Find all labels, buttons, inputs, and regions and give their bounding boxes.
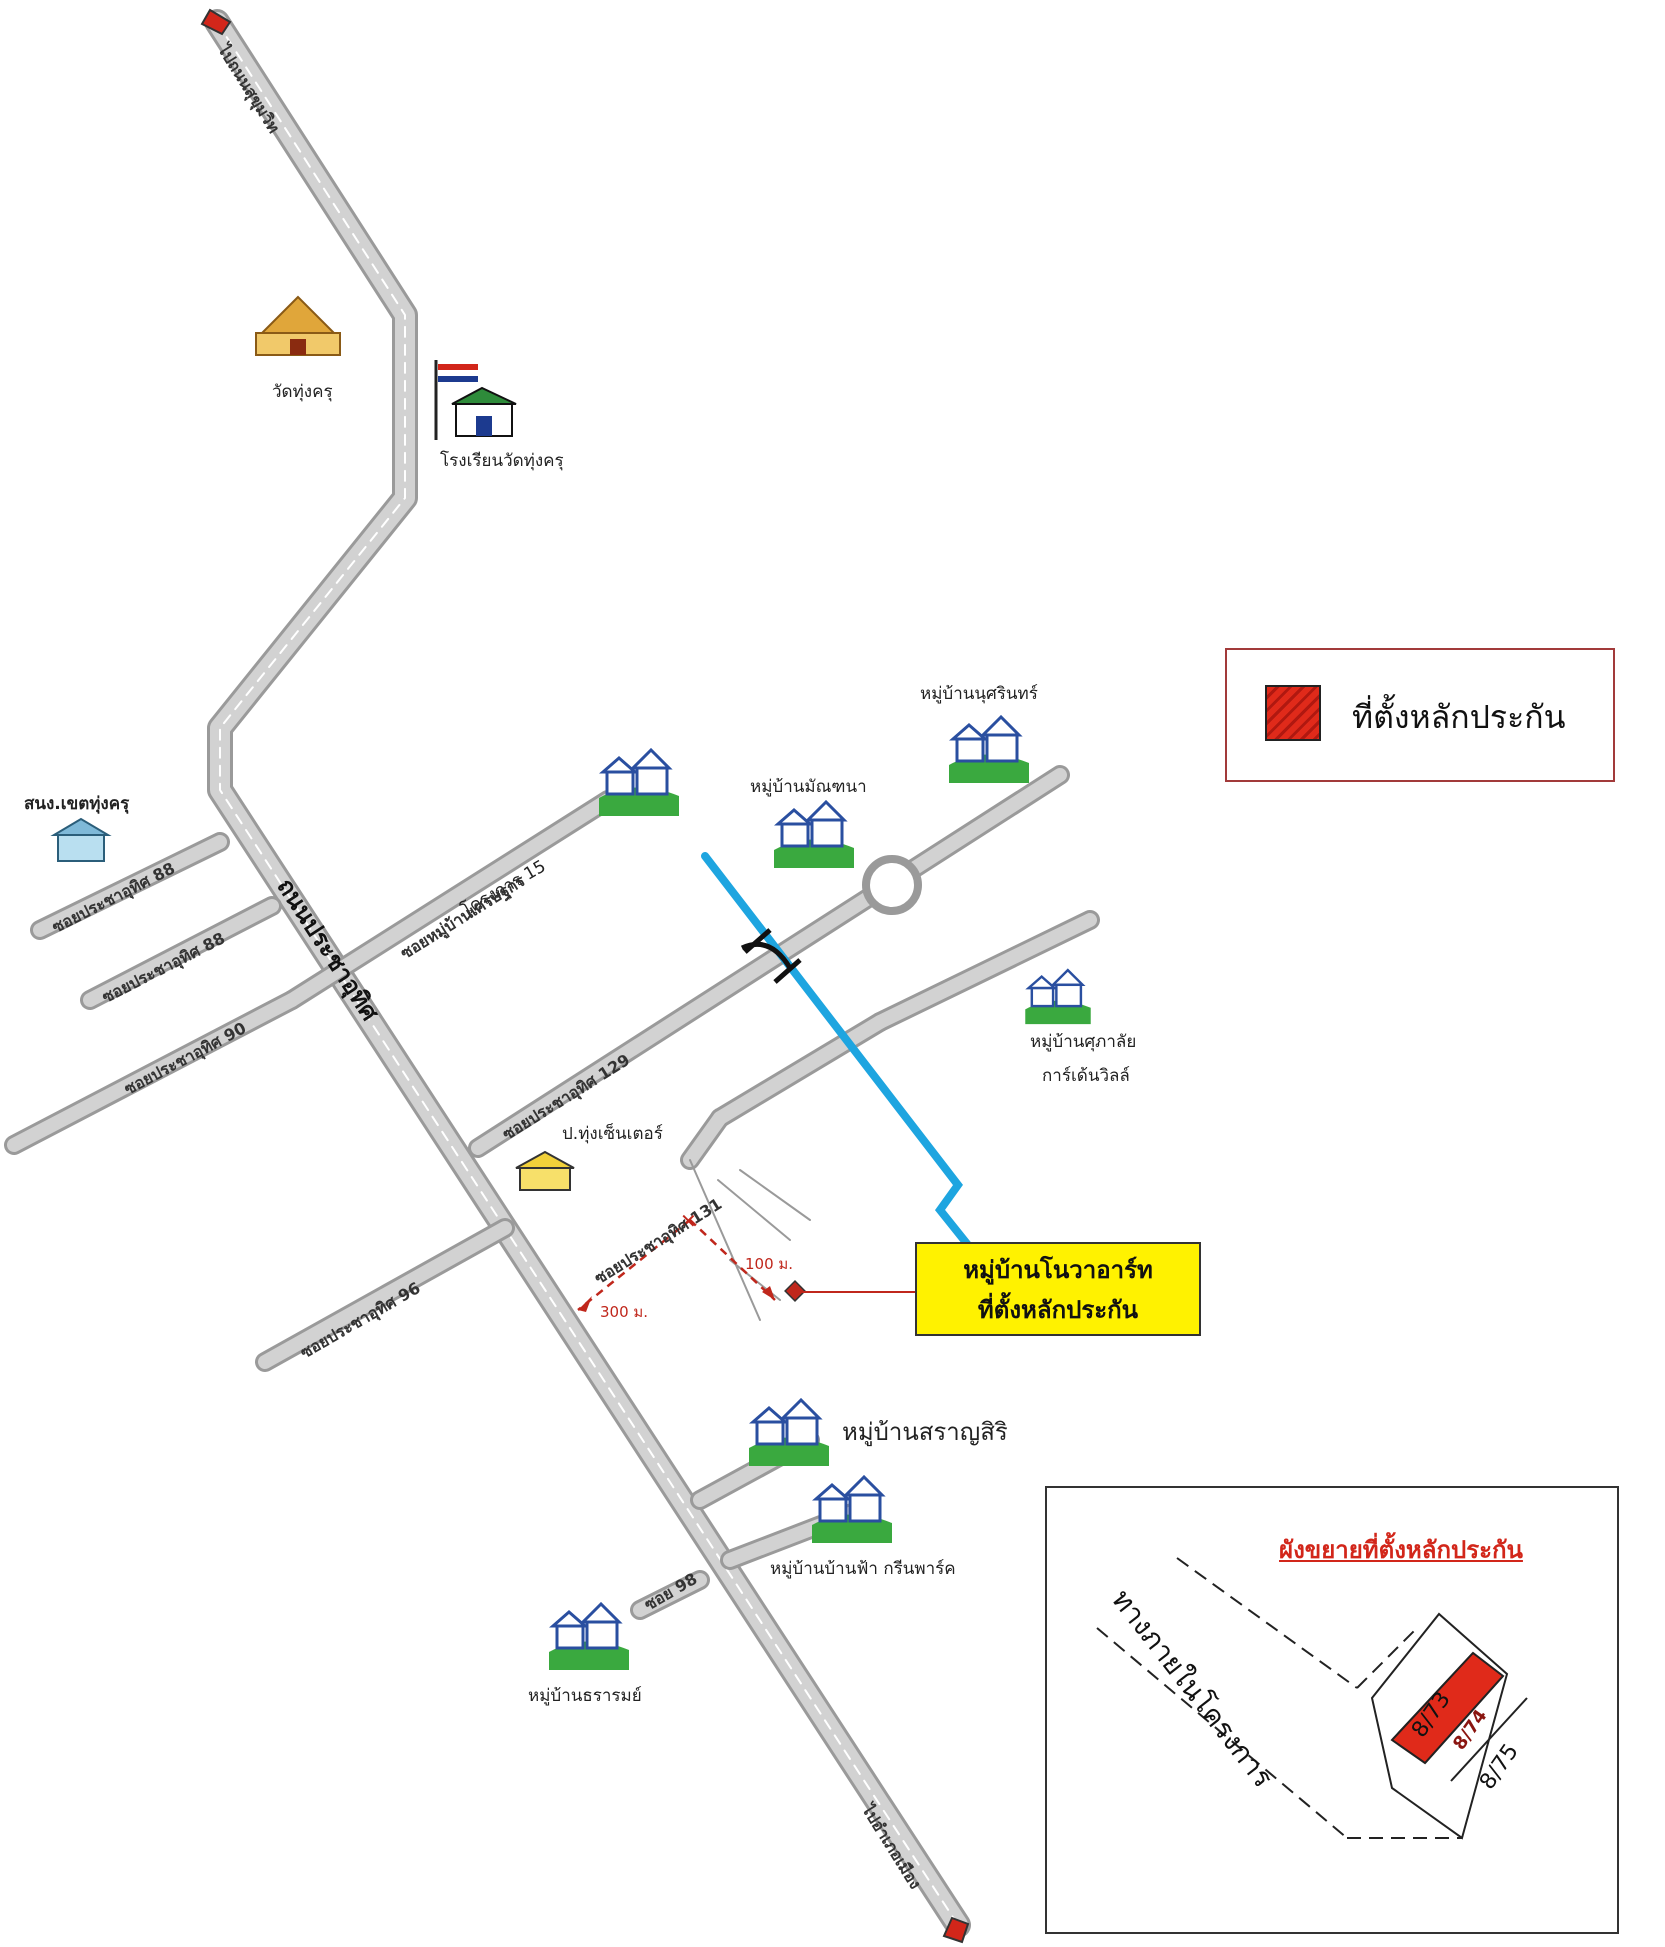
district-office-label: สนง.เขตทุ่งครุ [24, 794, 130, 814]
inset-drawing [1096, 1557, 1528, 1840]
south-arrow-icon [942, 1916, 970, 1944]
canal [701, 852, 972, 1249]
cross-marker: ✕ [680, 1209, 697, 1233]
village-icon-1 [945, 705, 1033, 789]
inset-plan: ผังขยายที่ตั้งหลักประกัน ทางภายในโครงการ… [1045, 1486, 1619, 1934]
district-office-icon [50, 815, 112, 869]
legend: ที่ตั้งหลักประกัน [1225, 648, 1615, 782]
village-1-label: หมู่บ้านนุศรินทร์ [920, 684, 1038, 704]
roundabout [862, 855, 922, 915]
legend-label: ที่ตั้งหลักประกัน [1352, 698, 1566, 736]
village-icon-2 [595, 738, 683, 822]
village-3b-label: การ์เด้นวิลล์ [1042, 1066, 1130, 1086]
village-4-label: หมู่บ้านสราญสิริ [842, 1418, 1008, 1446]
north-arrow-icon [200, 8, 232, 36]
village-icon-4 [1022, 960, 1094, 1030]
village-icon-3 [770, 790, 858, 874]
temple-icon [242, 295, 354, 361]
dist-100-label: 100 ม. [745, 1255, 794, 1273]
village-icon-6 [808, 1465, 896, 1549]
school-icon [432, 360, 522, 444]
callout-line-1: หมู่บ้านโนวาอาร์ท [963, 1256, 1153, 1284]
village-5-label: หมู่บ้านบ้านฟ้า กรีนพาร์ค [770, 1559, 956, 1579]
village-2-label: หมู่บ้านมัณฑนา [750, 777, 867, 797]
callout-box: หมู่บ้านโนวาอาร์ท ที่ตั้งหลักประกัน [915, 1242, 1201, 1336]
market-icon [510, 1148, 580, 1198]
roads [4, 9, 1100, 1938]
target-marker [784, 1280, 806, 1302]
dist-300-label: 300 ม. [600, 1303, 649, 1321]
market-label: ป.ทุ่งเซ็นเตอร์ [562, 1124, 663, 1144]
bridge-icon [740, 928, 802, 984]
inset-target-lot [1390, 1651, 1505, 1765]
village-icon-5 [745, 1388, 833, 1472]
distance-markers [577, 1219, 776, 1311]
legend-swatch [1265, 685, 1321, 741]
village-3a-label: หมู่บ้านศุภาลัย [1030, 1032, 1137, 1052]
village-icon-7 [545, 1592, 633, 1676]
callout-line-2: ที่ตั้งหลักประกัน [977, 1296, 1139, 1324]
village-6-label: หมู่บ้านธรารมย์ [528, 1686, 642, 1706]
inset-title: ผังขยายที่ตั้งหลักประกัน [1279, 1536, 1523, 1564]
temple-label: วัดทุ่งครุ [272, 382, 333, 402]
school-label: โรงเรียนวัดทุ่งครุ [440, 451, 564, 471]
